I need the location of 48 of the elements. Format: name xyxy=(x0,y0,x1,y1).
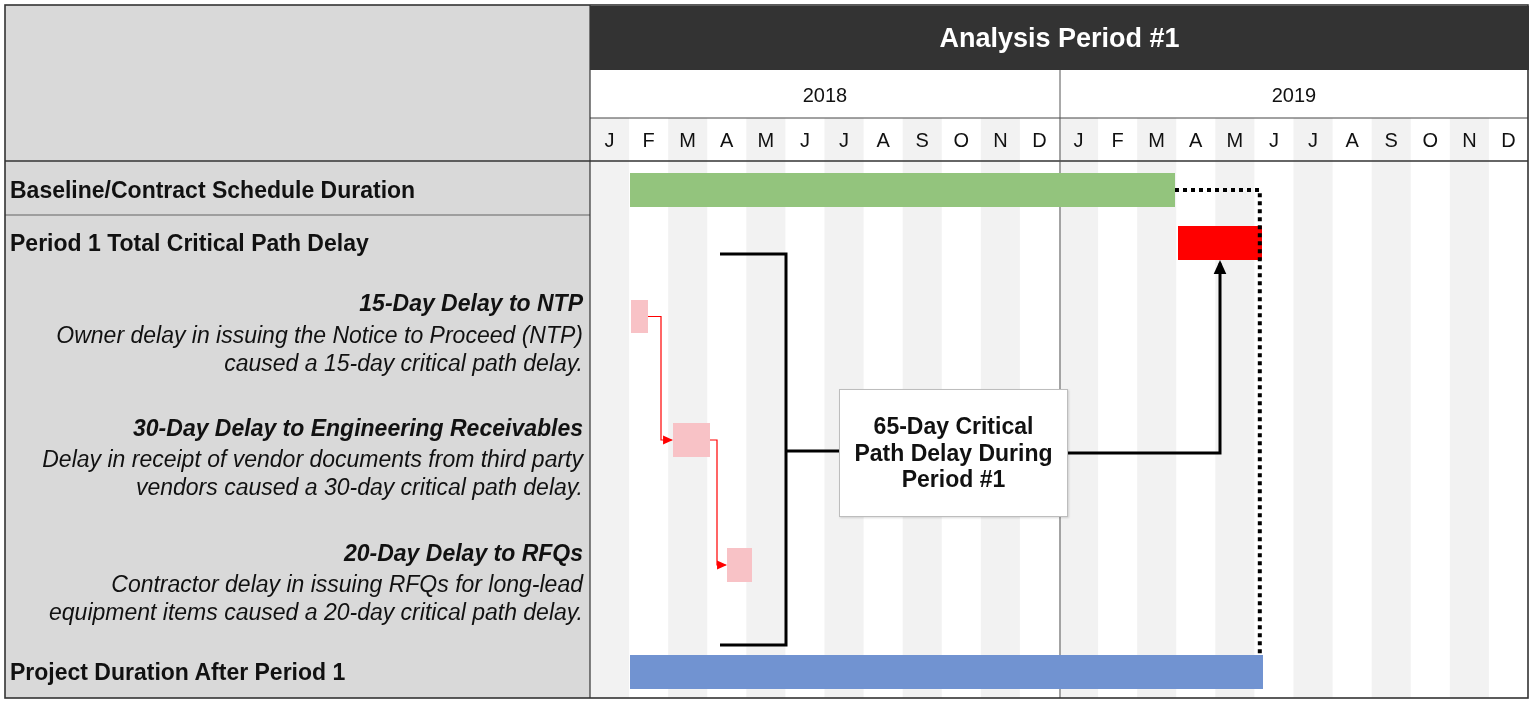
delay-bar xyxy=(727,548,752,582)
schedule-bar xyxy=(630,655,1263,689)
month-label: J xyxy=(1073,127,1084,153)
delay-description: Delay in receipt of vendor documents from third party vendors caused a 30-day critical path delay. xyxy=(41,444,583,502)
month-label: J xyxy=(839,127,850,153)
delay-title: 15-Day Delay to NTP xyxy=(359,289,583,317)
month-label: M xyxy=(1148,127,1166,153)
delay-bar xyxy=(673,423,710,457)
arrow xyxy=(709,439,728,570)
month-label: O xyxy=(1422,127,1439,153)
delay-description: Owner delay in issuing the Notice to Proceed (NTP) caused a 15-day critical path delay. xyxy=(55,320,583,378)
month-label: J xyxy=(799,127,810,153)
delay-description: Contractor delay in issuing RFQs for long-lead equipment items caused a 20-day critical path delay. xyxy=(48,569,583,627)
month-label: M xyxy=(1226,127,1244,153)
month-label: A xyxy=(1345,127,1359,153)
title: Analysis Period #1 xyxy=(939,22,1180,54)
month-label: M xyxy=(679,127,697,153)
schedule-bar xyxy=(630,173,1175,207)
month-label: D xyxy=(1032,127,1047,153)
month-label: F xyxy=(642,127,655,153)
month-label: F xyxy=(1111,127,1124,153)
callout-text: 65-Day Critical Path Delay During Period #1 xyxy=(853,413,1054,493)
year-label: 2018 xyxy=(802,82,848,108)
month-label: S xyxy=(915,127,929,153)
month-label: O xyxy=(953,127,970,153)
month-label: D xyxy=(1501,127,1516,153)
delay-bar xyxy=(1178,226,1262,260)
month-label: N xyxy=(1462,127,1477,153)
row-label: Project Duration After Period 1 xyxy=(10,658,346,686)
month-label: A xyxy=(1189,127,1203,153)
month-label: A xyxy=(720,127,734,153)
arrow xyxy=(647,315,674,445)
month-label: J xyxy=(604,127,615,153)
month-label: S xyxy=(1384,127,1398,153)
row-label: Baseline/Contract Schedule Duration xyxy=(10,176,416,204)
row-label: Period 1 Total Critical Path Delay xyxy=(10,229,369,257)
month-label: J xyxy=(1268,127,1279,153)
delay-title: 20-Day Delay to RFQs xyxy=(343,539,583,567)
year-label: 2019 xyxy=(1271,82,1317,108)
delay-bar xyxy=(631,300,648,333)
arrow xyxy=(1068,260,1227,455)
delay-title: 30-Day Delay to Engineering Receivables xyxy=(133,414,583,442)
callout-box xyxy=(839,389,1068,517)
month-label: A xyxy=(876,127,890,153)
month-label: M xyxy=(757,127,775,153)
month-label: N xyxy=(993,127,1008,153)
dotted-line xyxy=(1175,188,1262,655)
month-label: J xyxy=(1308,127,1319,153)
